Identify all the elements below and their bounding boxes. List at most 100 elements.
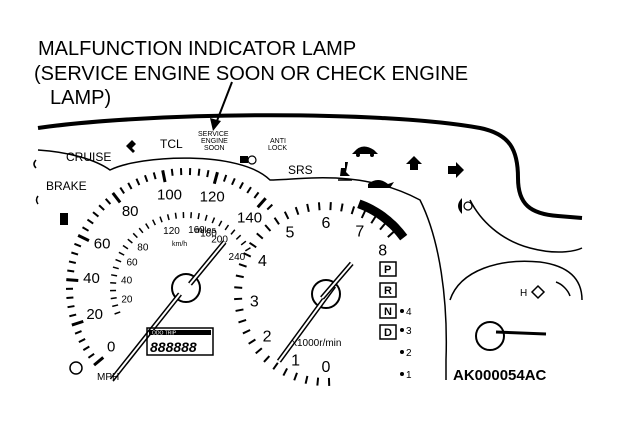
mph-tick xyxy=(170,168,174,176)
kmh-tick xyxy=(244,247,251,252)
odometer-mode-label: ODO TRIP xyxy=(152,331,177,337)
kmh-tick xyxy=(174,212,178,219)
mph-tick xyxy=(119,187,125,194)
kmh-tick xyxy=(240,240,247,246)
kmh-tick xyxy=(235,234,242,240)
gear-side-1: 1 xyxy=(406,370,412,381)
tach-tick xyxy=(304,375,309,384)
tach-tick xyxy=(243,252,252,258)
kmh-tick xyxy=(112,304,119,308)
mph-tick xyxy=(98,204,105,211)
tach-tick xyxy=(317,202,321,211)
cruise-indicator-label: CRUISE xyxy=(66,150,111,164)
kmh-tick xyxy=(111,274,118,277)
temperature-gauge: H xyxy=(475,284,547,351)
gear-label-r: R xyxy=(384,285,392,297)
callout-arrow xyxy=(210,81,233,131)
mph-tick xyxy=(206,169,210,178)
kmh-tick xyxy=(218,220,223,227)
service-engine-soon-label-2: ENGINE xyxy=(201,138,228,145)
mph-tick xyxy=(253,191,260,199)
mph-tick xyxy=(212,171,219,185)
kmh-tick xyxy=(122,244,129,250)
kmh-tick xyxy=(110,296,117,300)
mph-tick xyxy=(74,330,82,335)
brake-indicator-label: BRAKE xyxy=(46,179,87,193)
mph-tick xyxy=(92,211,100,218)
traction-control-icon xyxy=(126,140,136,153)
tach-tick xyxy=(273,217,280,225)
mph-tick xyxy=(127,182,133,190)
tach-label-3: 3 xyxy=(250,293,259,310)
tach-tick xyxy=(238,263,247,268)
kmh-tick xyxy=(112,266,119,270)
callout-line-3: LAMP) xyxy=(50,87,111,109)
callout-line-2: (SERVICE ENGINE SOON OR CHECK ENGINE xyxy=(34,63,468,85)
anti-lock-label-2: LOCK xyxy=(268,145,287,152)
tach-tick xyxy=(370,215,377,224)
cruise-lamp-icon xyxy=(33,159,37,169)
kmh-tick xyxy=(138,227,144,234)
mph-tick xyxy=(71,251,79,256)
kmh-tick xyxy=(115,258,122,263)
kmh-tick xyxy=(145,223,150,230)
tach-label-7: 7 xyxy=(355,223,364,240)
trip-reset-knob[interactable] xyxy=(69,361,83,375)
tach-tick xyxy=(235,274,244,279)
kmh-label-60: 60 xyxy=(127,258,139,269)
tach-label-6: 6 xyxy=(322,215,331,232)
srs-indicator-label: SRS xyxy=(288,163,313,177)
mph-tick xyxy=(66,296,74,300)
kmh-label-40: 40 xyxy=(121,276,133,287)
mph-tick xyxy=(197,168,201,176)
tach-tick xyxy=(264,224,272,232)
tach-tick xyxy=(242,329,251,335)
mph-tick xyxy=(86,218,94,225)
turn-signal-icon xyxy=(448,162,464,178)
speedometer-unit-miles: miles xyxy=(195,225,217,235)
mph-tick xyxy=(144,174,149,183)
tach-tick xyxy=(255,347,263,355)
tach-tick xyxy=(256,232,264,240)
tach-tick xyxy=(234,286,243,289)
cluster-outline xyxy=(37,113,583,380)
kmh-tick xyxy=(211,217,216,224)
mph-label-40: 40 xyxy=(83,270,100,287)
tach-tick xyxy=(248,338,256,345)
tach-tick xyxy=(294,206,300,216)
mph-label-100: 100 xyxy=(157,186,182,203)
charging-warning-icon xyxy=(406,156,422,170)
kmh-tick xyxy=(127,238,133,244)
kmh-tick xyxy=(197,213,200,220)
gear-position-indicator: P R N D 4 3 2 1 xyxy=(379,261,412,381)
gear-label-n: N xyxy=(384,306,392,318)
kmh-label-200: 200 xyxy=(211,234,228,245)
tach-label-4: 4 xyxy=(258,253,267,270)
mph-tick xyxy=(74,242,82,248)
gear-side-4: 4 xyxy=(406,307,412,318)
tach-label-1: 1 xyxy=(291,352,300,369)
tachometer-unit: x1000r/min xyxy=(292,338,341,349)
odometer-display: ODO TRIP 888888 xyxy=(146,327,214,356)
kmh-label-120: 120 xyxy=(163,226,180,237)
tcl-indicator-label: TCL xyxy=(160,137,183,151)
mph-tick xyxy=(246,186,252,194)
mph-tick xyxy=(135,178,141,186)
engine-check-icon xyxy=(240,155,257,165)
seatbelt-warning-icon xyxy=(338,162,352,181)
tach-tick xyxy=(248,241,257,249)
gear-box-r xyxy=(379,282,397,298)
mph-tick xyxy=(256,197,267,209)
mph-tick xyxy=(67,305,75,309)
mph-tick xyxy=(69,313,77,318)
mph-tick xyxy=(111,192,122,204)
figure-code: AK000054AC xyxy=(453,367,547,384)
mph-tick xyxy=(81,226,90,232)
mph-tick xyxy=(238,181,244,190)
service-engine-soon-label-1: SERVICE xyxy=(198,131,229,138)
kmh-tick xyxy=(159,216,163,223)
mph-tick xyxy=(266,203,274,211)
